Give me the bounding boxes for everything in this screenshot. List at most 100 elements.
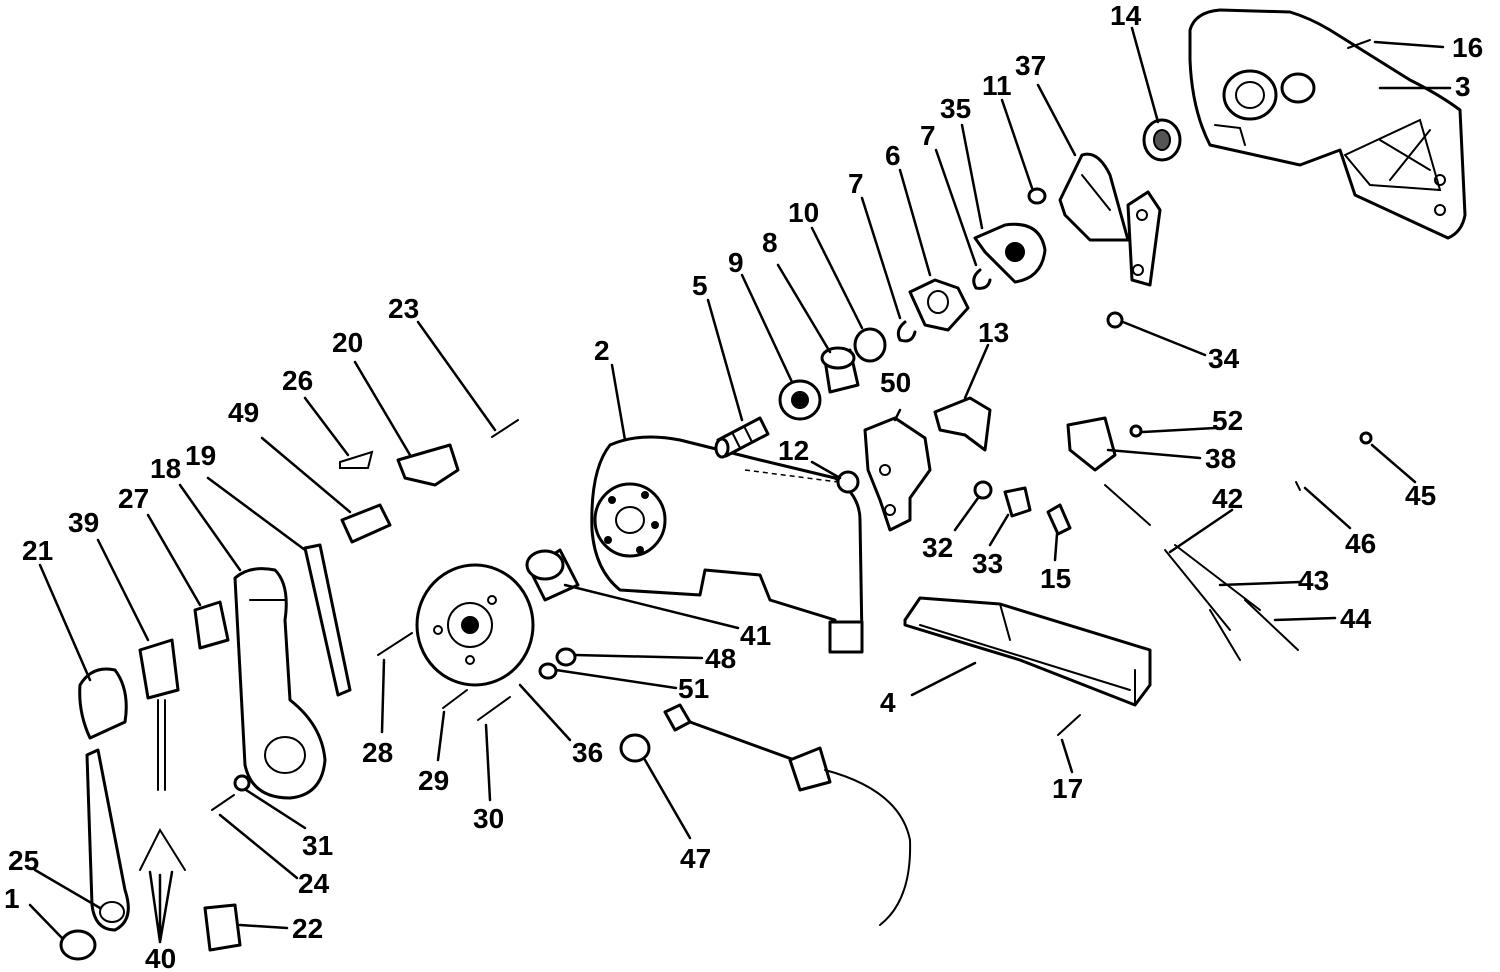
part-45-nut — [1359, 431, 1373, 445]
part-40-wire-leads — [139, 827, 186, 871]
callout-47: 47 — [680, 843, 711, 874]
callout-44: 44 — [1340, 603, 1372, 634]
leader-lines — [28, 26, 1452, 944]
part-25-handle-arm — [85, 748, 130, 932]
part-11-nut — [1027, 187, 1047, 205]
callout-5: 5 — [692, 270, 708, 301]
part-40-wire-harness — [157, 699, 166, 791]
part-8-sleeve — [820, 346, 860, 394]
part-31-washer — [233, 774, 251, 792]
callout-7a: 7 — [848, 168, 864, 199]
part-21-knob — [78, 667, 128, 740]
part-18-handle-lever — [233, 567, 327, 800]
part-33-detent — [1003, 486, 1032, 518]
callout-7b: 7 — [920, 120, 936, 151]
dashed-assembly-line — [744, 469, 839, 483]
callout-18: 18 — [150, 453, 181, 484]
callout-10: 10 — [788, 197, 819, 228]
part-19-rod — [303, 543, 352, 697]
part-3-cover-housing — [1188, 8, 1467, 240]
part-36-hub-plate — [415, 563, 535, 687]
callout-33: 33 — [972, 548, 1003, 579]
part-9-bushing — [778, 379, 822, 421]
callout-22: 22 — [292, 913, 323, 944]
callout-9: 9 — [728, 247, 744, 278]
callout-32: 32 — [922, 532, 953, 563]
callout-8: 8 — [762, 227, 778, 258]
part-39-switch — [138, 638, 180, 700]
callout-labels: 1 2 3 4 5 6 7 7 8 9 10 11 12 13 14 15 16… — [4, 0, 1483, 972]
callout-41: 41 — [740, 620, 771, 651]
part-4-lower-cover — [903, 596, 1152, 707]
callout-4: 4 — [880, 687, 896, 718]
part-22-connector — [203, 903, 242, 952]
callout-49: 49 — [228, 397, 259, 428]
part-23-screw — [491, 419, 519, 438]
callout-11: 11 — [982, 70, 1012, 101]
callout-24: 24 — [298, 868, 330, 899]
part-29-screw — [442, 689, 468, 709]
part-27-block — [193, 600, 230, 650]
callout-12: 12 — [778, 435, 809, 466]
callout-39: 39 — [68, 507, 99, 538]
callout-28: 28 — [362, 737, 393, 768]
part-17-screw — [1057, 714, 1081, 736]
callout-30: 30 — [473, 803, 504, 834]
part-throttle-arm — [1126, 190, 1162, 287]
callout-15: 15 — [1040, 563, 1071, 594]
callout-23: 23 — [388, 293, 419, 324]
part-28-screw — [377, 632, 413, 656]
callout-31: 31 — [302, 830, 333, 861]
part-41-sleeve — [525, 548, 580, 602]
part-14-grommet — [1142, 118, 1182, 162]
callout-26: 26 — [282, 365, 313, 396]
part-30-screw — [477, 696, 511, 721]
callout-19: 19 — [185, 440, 216, 471]
part-46-pin — [1295, 481, 1301, 491]
part-1-ring — [59, 929, 97, 961]
part-12-washer — [836, 470, 860, 494]
part-7-clip-b — [972, 268, 992, 290]
part-26-spring — [339, 450, 374, 469]
part-7-clip-a — [896, 320, 917, 343]
callout-14: 14 — [1110, 0, 1142, 31]
part-51-washer — [538, 662, 558, 680]
part-52-screw — [1129, 424, 1143, 438]
callout-52: 52 — [1212, 405, 1243, 436]
part-34-nut — [1106, 311, 1124, 329]
callout-35: 35 — [940, 93, 971, 124]
callout-36: 36 — [572, 737, 603, 768]
callout-38: 38 — [1205, 443, 1236, 474]
part-15-spring — [1046, 503, 1072, 536]
part-20-clip — [396, 443, 460, 487]
part-10-washer — [853, 327, 887, 363]
part-48-nut — [555, 647, 577, 667]
part-2-control-housing — [590, 435, 864, 654]
callout-2: 2 — [594, 335, 610, 366]
callout-50: 50 — [880, 367, 911, 398]
part-47-cable — [619, 703, 912, 926]
callout-21: 21 — [22, 535, 53, 566]
callout-6: 6 — [885, 140, 901, 171]
part-49-block — [340, 503, 392, 544]
callout-37: 37 — [1015, 50, 1046, 81]
callout-40: 40 — [145, 943, 176, 972]
callout-29: 29 — [418, 765, 449, 796]
callout-45: 45 — [1405, 480, 1436, 511]
callout-27: 27 — [118, 483, 149, 514]
part-5-shaft — [714, 416, 770, 459]
callout-34: 34 — [1208, 343, 1240, 374]
callout-20: 20 — [332, 327, 363, 358]
part-38-switch — [1066, 416, 1117, 472]
callout-1: 1 — [4, 883, 20, 914]
part-24-screw — [211, 794, 235, 811]
callout-43: 43 — [1298, 565, 1329, 596]
part-50-lever — [863, 416, 932, 532]
callout-25: 25 — [8, 845, 39, 876]
callout-42: 42 — [1212, 483, 1243, 514]
callout-48: 48 — [705, 643, 736, 674]
callout-17: 17 — [1052, 773, 1083, 804]
part-13-bracket — [933, 396, 992, 452]
